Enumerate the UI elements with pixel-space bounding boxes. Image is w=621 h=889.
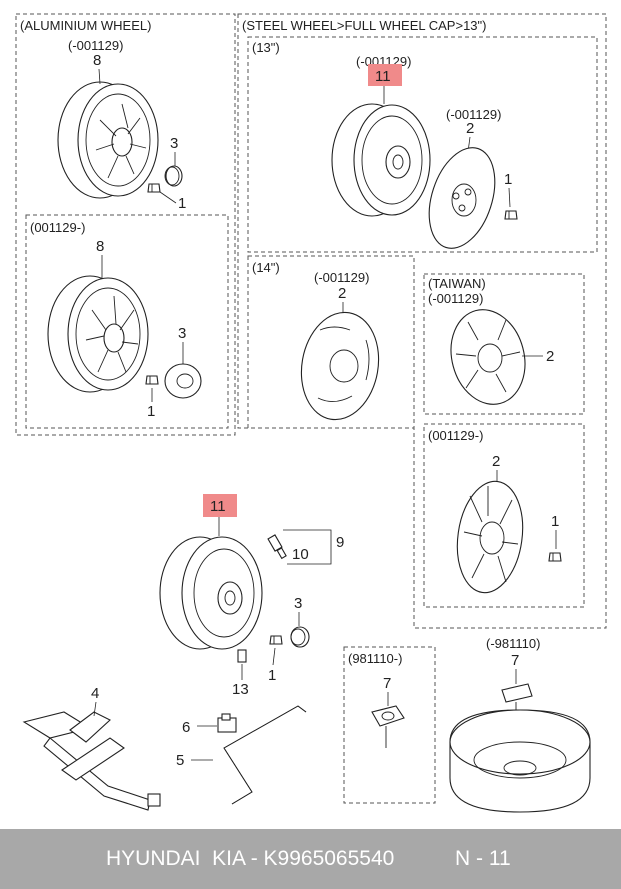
- aluminium-wheel-label: (ALUMINIUM WHEEL): [20, 18, 151, 33]
- callout-3-top: 3: [170, 135, 178, 152]
- aluminium-wheel-group: (ALUMINIUM WHEEL) (-001129) 8 3 1 (00112…: [15, 13, 236, 436]
- spare-tire[interactable]: [449, 709, 591, 813]
- callout-13: 13: [232, 681, 249, 698]
- lug-nut-late-steel[interactable]: [548, 552, 562, 562]
- callout-3-spare: 3: [294, 595, 302, 612]
- taiwan-range: (-001129): [428, 291, 483, 306]
- callout-1-late: 1: [551, 513, 559, 530]
- callout-2-taiwan: 2: [546, 348, 554, 365]
- steel-wheel-spare[interactable]: [159, 536, 263, 650]
- wheel-cap-13[interactable]: [417, 139, 506, 256]
- footer-page-reference: N - 11: [455, 847, 511, 870]
- wheel-cap-14-range: (-001129): [314, 270, 369, 285]
- taiwan-frame: [423, 273, 585, 415]
- callout-8-top: 8: [93, 52, 101, 69]
- lug-nut-early[interactable]: [147, 183, 161, 193]
- aluminium-center-cap-late[interactable]: [164, 363, 202, 399]
- wheel-cap-13-range: (-001129): [446, 107, 501, 122]
- callout-1-top: 1: [178, 195, 186, 212]
- callout-1-bottom: 1: [147, 403, 155, 420]
- aluminium-early-label: (-001129): [68, 38, 123, 53]
- callout-7-new: 7: [383, 675, 391, 692]
- footer-brand-part-number: HYUNDAI KIA - K9965065540: [106, 847, 395, 870]
- jack[interactable]: [22, 711, 161, 811]
- valve-stem[interactable]: [267, 534, 287, 560]
- lug-nut-late[interactable]: [145, 375, 159, 385]
- parts-diagram: (ALUMINIUM WHEEL) (-001129) 8 3 1 (00112…: [15, 13, 607, 813]
- catalog-footer: HYUNDAI KIA - K9965065540 N - 11: [0, 829, 621, 889]
- callout-11-top: 11: [375, 68, 391, 85]
- size-13-label: (13"): [252, 40, 280, 55]
- callout-7-old: 7: [511, 652, 519, 669]
- aluminium-wheel-early[interactable]: [57, 81, 159, 199]
- wheel-cap-taiwan[interactable]: [441, 301, 535, 412]
- steel-wheel-group: (STEEL WHEEL>FULL WHEEL CAP>13") (13") (…: [237, 13, 607, 629]
- center-cap-spare[interactable]: [290, 626, 310, 648]
- callout-10: 10: [292, 546, 309, 563]
- callout-4: 4: [91, 685, 99, 702]
- callout-8-bottom: 8: [96, 238, 104, 255]
- wheel-bolt[interactable]: [237, 649, 247, 663]
- valve-bracket-line: [283, 529, 332, 565]
- spare-wheel-section: 11 9 10 3 1 13: [159, 494, 344, 698]
- highlight-11-top: [368, 64, 402, 86]
- callout-1-spare: 1: [268, 667, 276, 684]
- size-13-frame: [247, 36, 598, 253]
- lug-nut-13[interactable]: [504, 210, 518, 220]
- tools-section: 4 6 5: [22, 685, 307, 811]
- spare-bracket-new-section: (981110-) 7: [343, 646, 436, 804]
- lug-nut-spare[interactable]: [269, 635, 283, 645]
- aluminium-late-frame: [25, 214, 229, 429]
- callout-11-bottom: 11: [210, 498, 226, 515]
- bracket-new-label: (981110-): [348, 651, 402, 666]
- callout-2-late: 2: [492, 453, 500, 470]
- taiwan-label: (TAIWAN): [428, 276, 486, 291]
- highlight-11-bottom: [203, 494, 237, 517]
- aluminium-wheel-late[interactable]: [47, 275, 149, 393]
- jack-handle-clip[interactable]: [217, 713, 237, 733]
- callout-3-bottom: 3: [178, 325, 186, 342]
- callout-2-13: 2: [466, 120, 474, 137]
- aluminium-center-cap-early[interactable]: [164, 165, 183, 187]
- callout-5: 5: [176, 752, 184, 769]
- steel-late-label: (001129-): [428, 428, 483, 443]
- steel-late-frame: [423, 423, 585, 608]
- spare-tire-range-label: (-981110): [486, 636, 540, 651]
- callout-1-13: 1: [504, 171, 512, 188]
- wheel-cap-14[interactable]: [293, 306, 387, 426]
- aluminium-group-frame: [15, 13, 236, 436]
- wheel-cap-late[interactable]: [451, 477, 530, 597]
- size-14-frame: [247, 255, 415, 429]
- size-14-label: (14"): [252, 260, 280, 275]
- steel-wheel-label: (STEEL WHEEL>FULL WHEEL CAP>13"): [242, 18, 486, 33]
- callout-6: 6: [182, 719, 190, 736]
- spare-tire-section: (-981110) 7: [449, 636, 591, 813]
- callout-2-14: 2: [338, 285, 346, 302]
- spare-bracket-new[interactable]: [371, 705, 405, 748]
- steel-group-frame: [237, 13, 607, 629]
- steel-wheel-13[interactable]: [331, 103, 431, 217]
- bracket-new-frame: [343, 646, 436, 804]
- jack-handle[interactable]: [223, 705, 307, 805]
- aluminium-late-label: (001129-): [30, 220, 85, 235]
- callout-9: 9: [336, 534, 344, 551]
